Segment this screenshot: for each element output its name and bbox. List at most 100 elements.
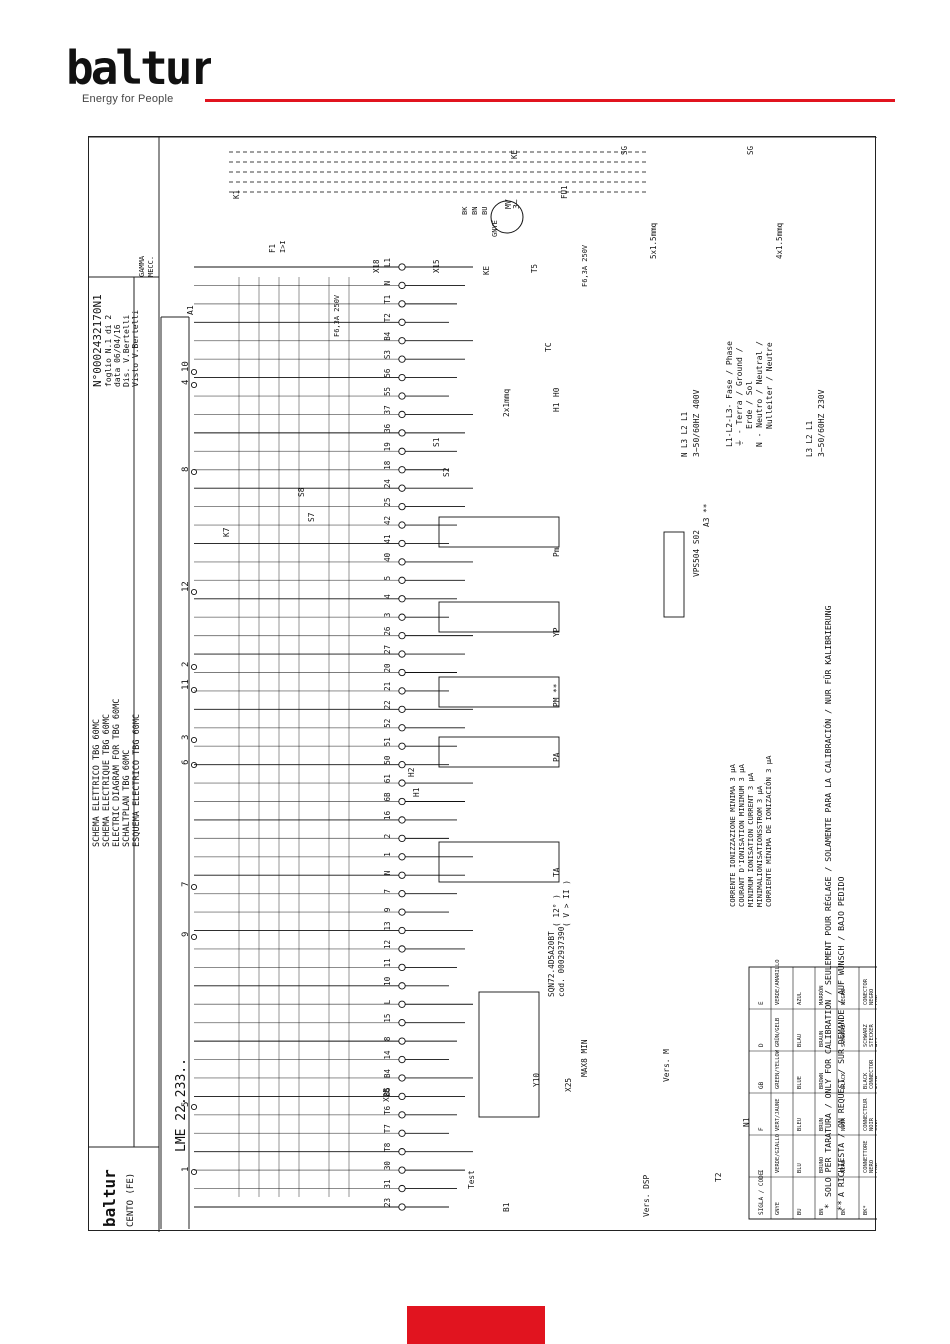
supply-section: 3~50/60HZ 400V N L3 L2 L1 3~50/60HZ 230V… [620, 145, 826, 457]
colour-table-cell: STECKER [869, 1024, 875, 1047]
x1-terminal-label: 51 [383, 737, 392, 746]
ion-fr: COURANT D'IONISATION MINIMUM 3 μA [737, 764, 746, 907]
x1-terminal [398, 1000, 406, 1008]
controller-terminal-label: 4 [181, 380, 191, 385]
svg-text:*: * [824, 1204, 834, 1209]
ion-current-notes: CORRENTE IONIZZAZIONE MINIMA 3 μA COURAN… [728, 755, 773, 907]
x1-terminal [398, 963, 406, 972]
x1-terminal [398, 982, 406, 990]
colour-table-header: E [758, 1001, 765, 1005]
x1-terminal [398, 300, 406, 308]
x1-terminal-label: 27 [383, 645, 392, 654]
x1-terminal [398, 281, 406, 290]
x1-terminal [398, 1092, 406, 1101]
controller-terminal [190, 381, 198, 389]
header-rule [205, 99, 895, 102]
x1-terminal-label: T6 [383, 1105, 392, 1115]
title-de: SCHALTPLAN TBG 60MC [122, 750, 132, 847]
colour-table-cell: CONECTOR [863, 978, 869, 1005]
legend-line-2: ⏚ - Terra / Ground / [735, 347, 744, 447]
drawn-by: Dis. V.Bertelli [122, 315, 131, 387]
motor-wire-bn: BN [471, 207, 479, 215]
x1-terminal-label: 5 [383, 576, 392, 581]
x1-terminal [398, 1019, 406, 1027]
x1-terminal-label: 2 [383, 834, 392, 839]
x1-terminal [398, 392, 406, 400]
x1-terminal-label: T8 [383, 1142, 392, 1152]
x1-terminal-label: 30 [383, 1161, 392, 1171]
x1-terminal [398, 502, 406, 511]
x15-label: X15 [432, 259, 441, 273]
gamma-label: GAMMA [138, 255, 146, 277]
wiring [194, 151, 649, 1208]
legend-line-5: Nulleiter / Neutre [765, 342, 774, 429]
x1-terminal [398, 853, 406, 861]
controller-label: LME 22.233.. [174, 1058, 189, 1152]
x1-terminal-label: 3 [383, 613, 392, 618]
colour-table-cell: BU [797, 1209, 803, 1216]
colour-table-cell: BLACK [841, 1072, 847, 1089]
controller-terminal-label: 9 [181, 932, 191, 937]
x1-terminal-label: 61 [383, 774, 392, 783]
colour-table-cell: MIT [875, 1037, 877, 1047]
motor-wire-bk: BK [461, 206, 469, 215]
x1-terminal-label: 14 [383, 1050, 392, 1060]
title-strip [89, 137, 877, 1232]
motor-phase: 3~ [512, 199, 521, 209]
page-tab-marker [407, 1306, 545, 1344]
x1-terminal [398, 1111, 406, 1119]
max-min-switch: MAX8 MIN [580, 1039, 589, 1077]
x1-terminal-label: 26 [383, 626, 392, 636]
ion-it: CORRENTE IONIZZAZIONE MINIMA 3 μA [728, 764, 737, 907]
x1-terminal-label: 4 [383, 594, 392, 599]
colour-table-cell: CON [875, 995, 877, 1005]
small-brand-block: baltur CENTO (FE) [100, 1169, 136, 1227]
x1-terminal-label: 31 [383, 1180, 392, 1189]
s2-switch: S2 [442, 467, 451, 477]
x1-terminal [398, 1129, 406, 1137]
s8-label: S8 [297, 487, 306, 497]
colour-table-cell: BLUE [797, 1076, 803, 1089]
colour-table-cell: BK [841, 1208, 847, 1215]
colour-table-cell: BLEU [797, 1118, 803, 1131]
controller-terminal-label: 10 [181, 361, 191, 372]
controller-terminal [190, 1168, 198, 1176]
x1-terminal-label: T2 [383, 313, 392, 322]
colour-table-cell: MARRÓN [818, 986, 825, 1005]
schematic-sheet: N°0002432170N1 foglio N.1 di 2 data 06/0… [88, 136, 877, 1232]
a3-label: A3 ** [702, 503, 711, 527]
colour-table-cell: VERDE/GIALLO [775, 1134, 781, 1173]
b1-sensor: B1 [502, 1202, 511, 1212]
x1-terminal [398, 760, 406, 769]
controller-terminal-label: 7 [181, 882, 191, 887]
ion-es: CORRIENTE MÍNIMA DE IONIZACIÓN 3 μA [764, 755, 773, 907]
supply-230-label: 3~50/60HZ 230V [817, 389, 826, 457]
tc-thermostat: TC [544, 342, 553, 352]
x1-terminal [398, 908, 406, 916]
ke-label-1: KE [510, 149, 519, 159]
motor-symbol: MV 3~ BK BN BU GNYE [461, 199, 524, 237]
vps-valve-proving: VPS504 S02 [692, 530, 701, 577]
x1-terminal-label: 11 [383, 958, 392, 967]
x1-terminal-label: T1 [383, 295, 392, 304]
k7-relay: K7 [222, 527, 231, 537]
ion-en: MINIMUM IONISATION CURRENT 3 μA [746, 772, 755, 907]
x1-terminal [398, 484, 406, 492]
h1-lamp: H1 [412, 787, 421, 797]
colour-table-cell: WITH [875, 1076, 877, 1089]
colour-table-cell: NOIR [869, 1117, 875, 1131]
x1-terminal-label: L [383, 999, 392, 1004]
x1-terminal [398, 945, 406, 953]
ta-ignition-transformer: TA [552, 867, 561, 877]
x1-terminal-label: 23 [383, 1198, 392, 1207]
component-box [438, 841, 560, 883]
x1-terminal-label: B4 [383, 331, 392, 341]
t5-label: T5 [530, 264, 539, 273]
x1-terminal [398, 521, 406, 529]
x1-terminal-label: N [383, 281, 392, 286]
x1-terminal-label: 37 [383, 405, 392, 414]
colour-table-cell: BRAUN [819, 1031, 825, 1047]
legend-line-4: N - Neutro / Neutral / [755, 341, 764, 447]
controller-terminal-label: 6 [181, 760, 191, 765]
x1-terminal [398, 724, 406, 732]
